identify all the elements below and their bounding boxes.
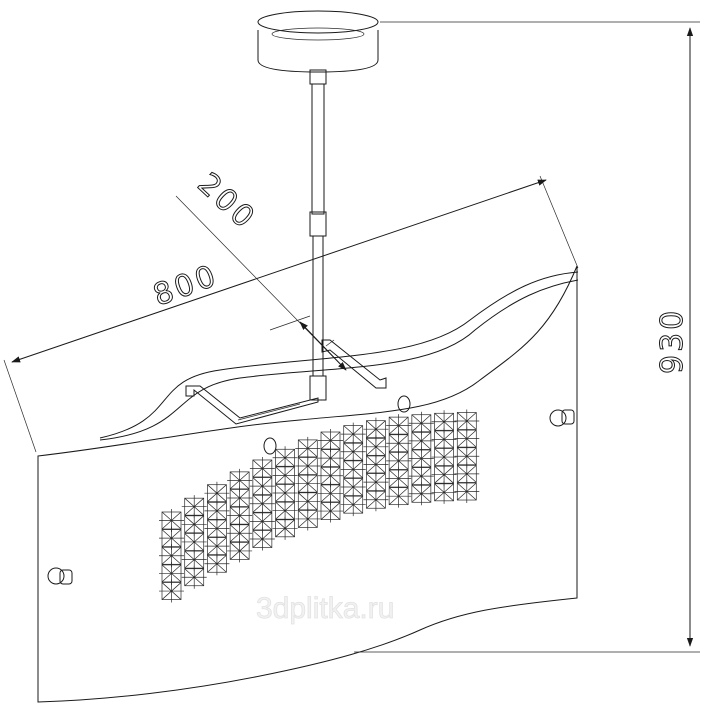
crystal-cell <box>204 552 230 576</box>
crystal-cell <box>227 539 253 563</box>
crystal-cell <box>386 484 412 508</box>
ceiling-canopy <box>257 10 379 73</box>
watermark-text: 3dplitka.ru <box>256 592 394 625</box>
crystal-cell <box>408 482 434 506</box>
crystal-cell <box>159 579 184 603</box>
crystal-cell <box>249 527 275 551</box>
crystal-cell <box>295 507 321 531</box>
crystal-cell <box>181 565 207 589</box>
crystal-grid <box>159 409 480 603</box>
panel-screw-icon <box>47 567 73 585</box>
crystal-cell <box>454 480 480 504</box>
mounting-brackets <box>185 339 387 425</box>
crystal-cell <box>363 488 389 512</box>
crystal-cell <box>340 493 366 517</box>
length-dimension-label: 800 <box>149 258 223 314</box>
lamp-hole-icon <box>263 395 411 455</box>
suspension-rod <box>309 69 327 401</box>
crystal-cell <box>318 499 343 523</box>
panel-screw-icon <box>549 409 575 427</box>
crystal-cell <box>272 516 298 540</box>
height-dimension-label: 930 <box>655 308 690 374</box>
depth-dimension-label: 200 <box>191 166 263 237</box>
crystal-cell <box>431 480 457 504</box>
dimension-lines <box>3 21 700 653</box>
